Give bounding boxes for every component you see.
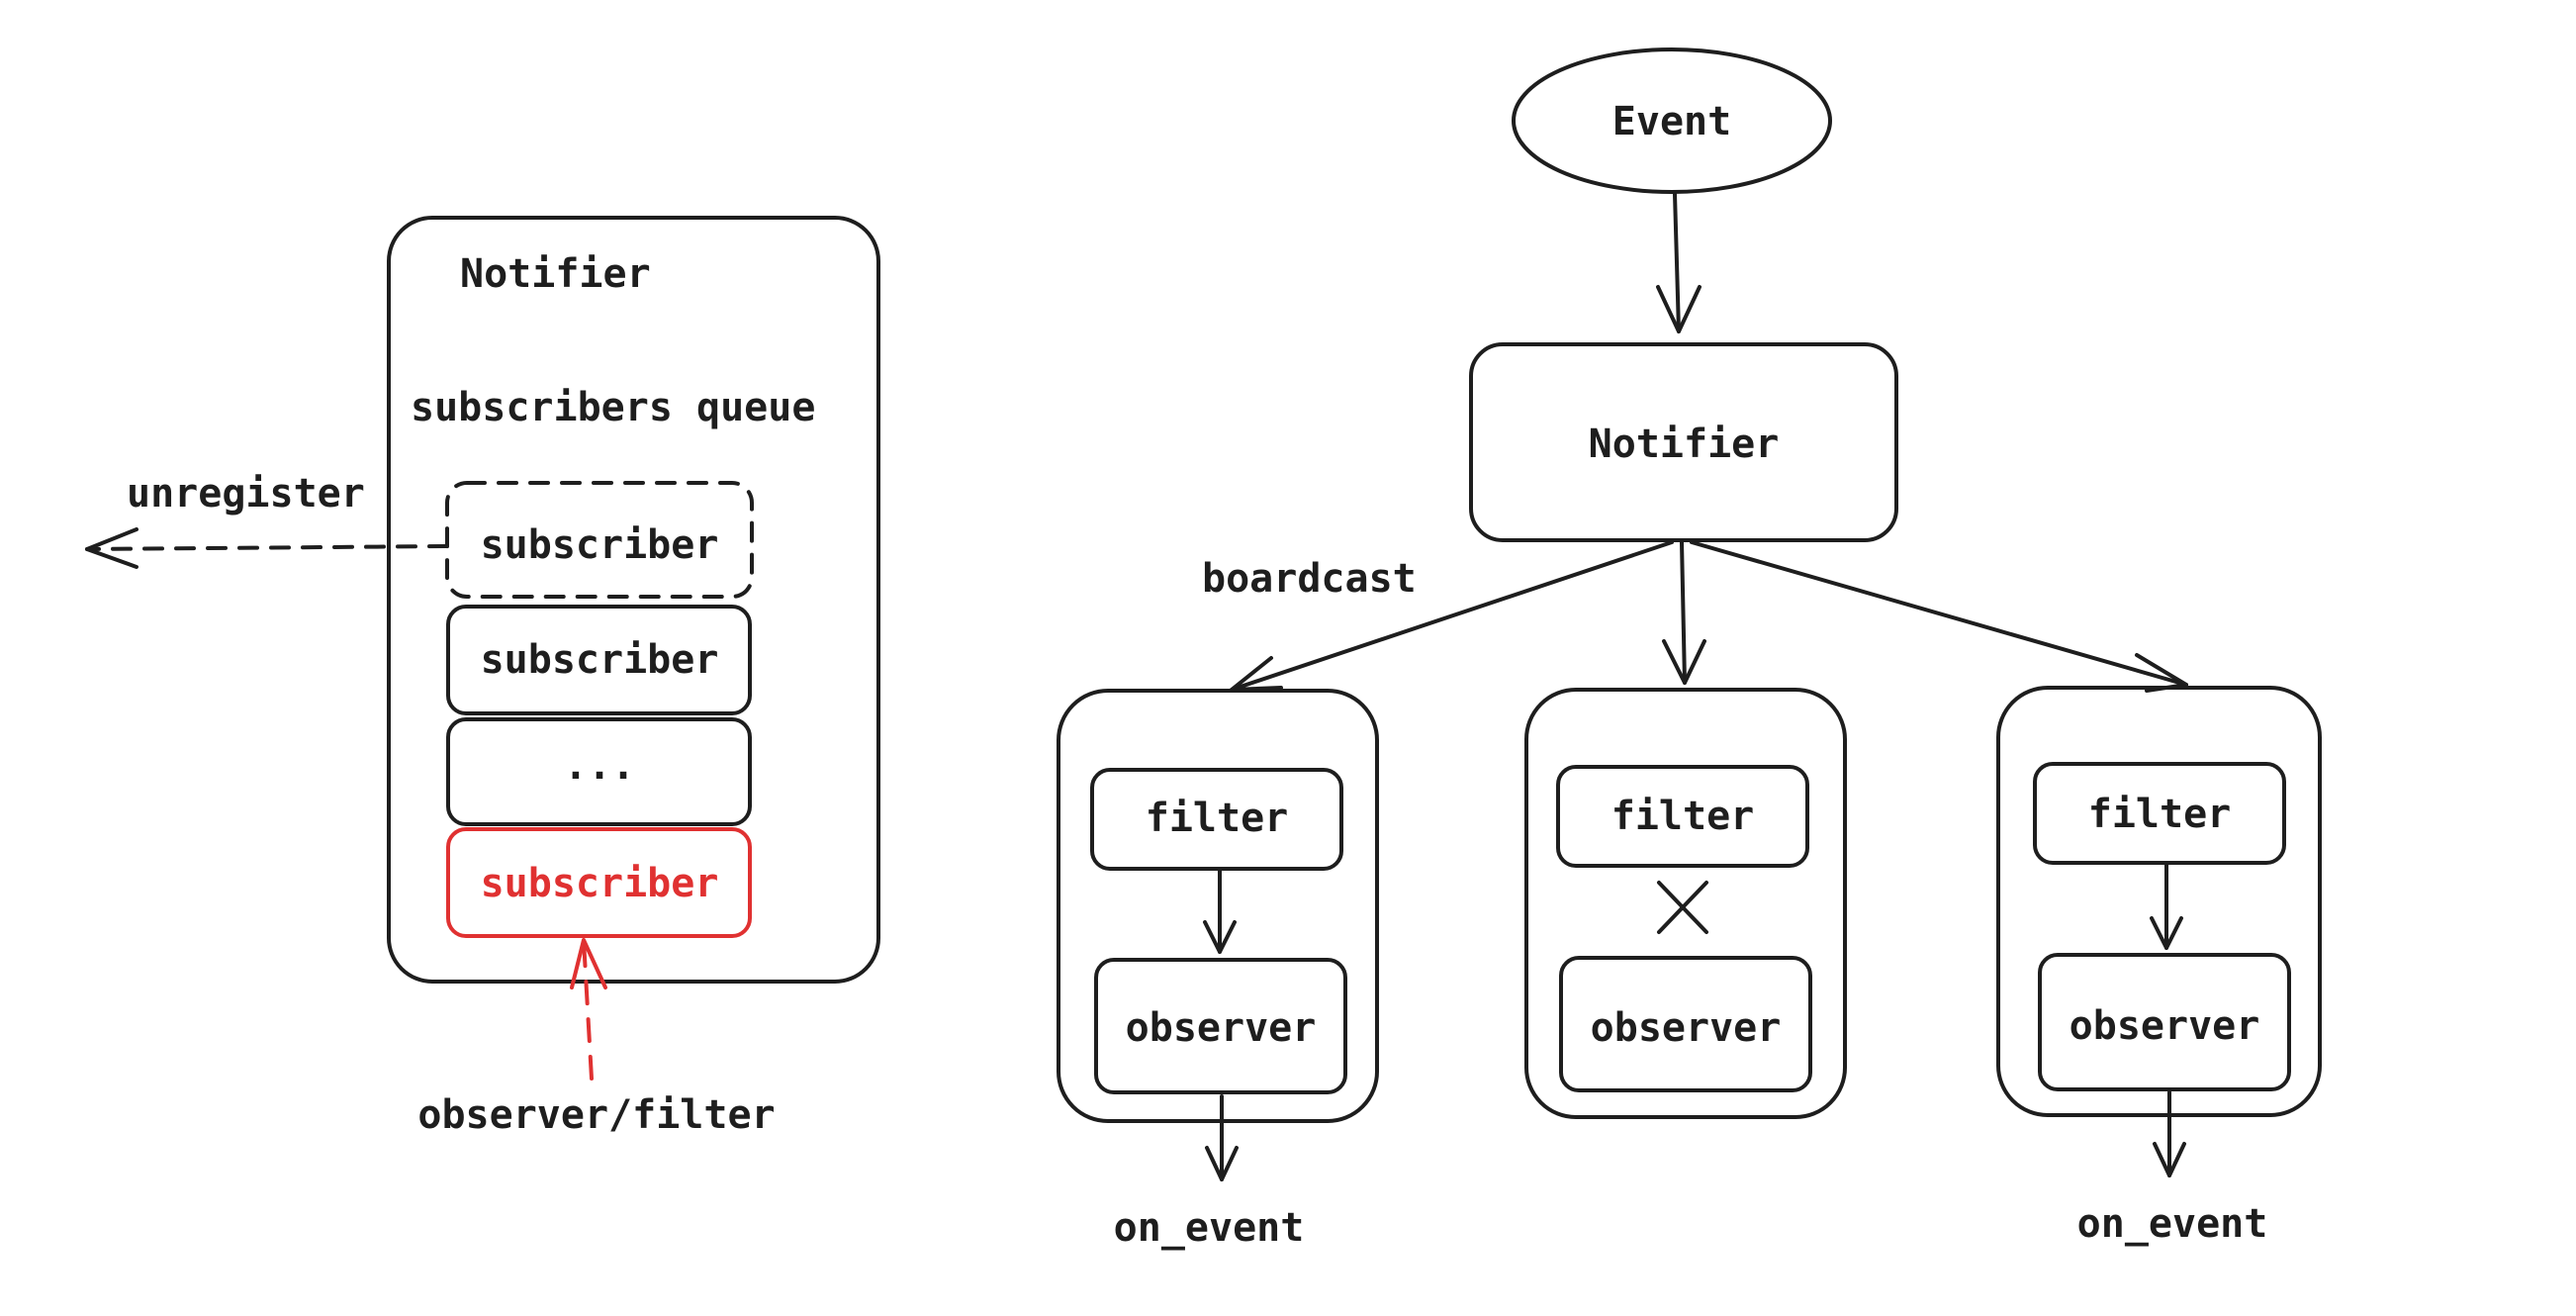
notifier-node bbox=[1469, 342, 1898, 542]
observer-label: observer bbox=[1126, 1005, 1317, 1051]
event-to-notifier-arrow bbox=[1656, 192, 1702, 333]
filter-node bbox=[1090, 768, 1343, 871]
on-event-arrow bbox=[1205, 1094, 1239, 1181]
subscriber-frame bbox=[1524, 688, 1847, 1119]
observer-node bbox=[2038, 953, 2291, 1091]
on-event-label: on_event bbox=[2077, 1201, 2268, 1247]
subscriber-frame bbox=[1996, 686, 2322, 1117]
subscriber-removed-label: subscriber bbox=[481, 522, 719, 568]
broadcast-arrow-middle bbox=[1662, 540, 1706, 685]
notifier-container bbox=[387, 216, 880, 984]
subscriber-frame bbox=[1057, 689, 1379, 1123]
filter-node bbox=[2033, 762, 2286, 865]
broadcast-label: boardcast bbox=[1202, 556, 1417, 602]
unregister-arrow bbox=[85, 527, 449, 569]
filter-label: filter bbox=[1146, 796, 1289, 841]
add-subscriber-arrow bbox=[570, 938, 607, 1081]
on-event-arrow bbox=[2153, 1090, 2186, 1177]
broadcast-arrow-right bbox=[1690, 540, 2188, 693]
subscriber-item-label: subscriber bbox=[481, 637, 719, 683]
filter-node bbox=[1556, 765, 1809, 868]
subscriber-new-label: subscriber bbox=[481, 861, 719, 906]
notifier-label: Notifier bbox=[1589, 422, 1780, 467]
event-node bbox=[1512, 47, 1832, 194]
on-event-label: on_event bbox=[1114, 1205, 1305, 1251]
subscriber-branch-2: filter observer bbox=[1524, 688, 1847, 1119]
observer-node bbox=[1559, 956, 1812, 1092]
filter-pass-arrow bbox=[1203, 869, 1237, 954]
filter-label: filter bbox=[1611, 794, 1755, 839]
subscriber-new bbox=[446, 827, 752, 938]
observer-filter-label: observer/filter bbox=[417, 1092, 775, 1138]
subscriber-ellipsis-item bbox=[446, 717, 752, 826]
subscriber-item bbox=[446, 605, 752, 715]
subscribers-queue-label: subscribers queue bbox=[411, 385, 815, 430]
observer-label: observer bbox=[1591, 1005, 1782, 1051]
ellipsis-label: ... bbox=[564, 743, 635, 789]
event-label: Event bbox=[1612, 99, 1731, 144]
observer-node bbox=[1094, 958, 1347, 1094]
subscriber-branch-3: filter observer on_event bbox=[1996, 686, 2322, 1247]
unregister-label: unregister bbox=[127, 471, 365, 517]
left-notifier-panel: Notifier subscribers queue subscriber su… bbox=[85, 216, 880, 1138]
subscriber-removed bbox=[445, 481, 754, 599]
right-broadcast-flow: Event Notifier boardcast filter bbox=[1057, 47, 2322, 1251]
filter-label: filter bbox=[2088, 792, 2232, 837]
observer-label: observer bbox=[2070, 1003, 2260, 1049]
subscriber-branch-1: filter observer on_event bbox=[1057, 689, 1379, 1251]
notifier-container-title: Notifier bbox=[460, 251, 651, 297]
blocked-cross-icon bbox=[1657, 881, 1708, 934]
filter-pass-arrow bbox=[2150, 863, 2183, 950]
